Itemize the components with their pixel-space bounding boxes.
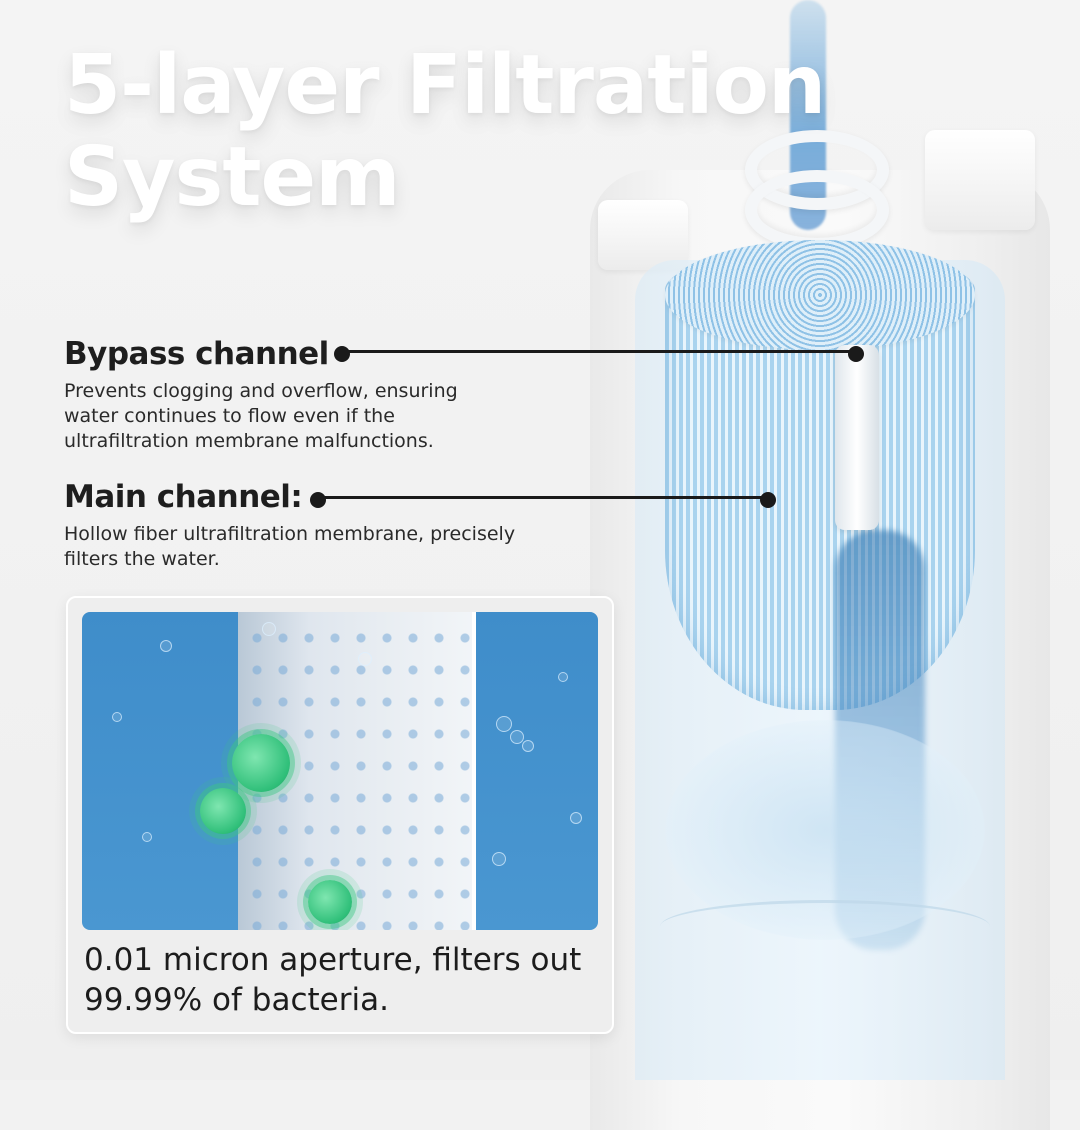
housing-lug-right <box>925 130 1035 230</box>
membrane-edge <box>472 612 476 930</box>
callout-heading: Main channel: <box>64 479 303 515</box>
bubble-icon <box>142 832 152 842</box>
bubble-icon <box>112 712 122 722</box>
callout-bypass-channel: Bypass channel Prevents clogging and ove… <box>64 335 504 454</box>
leader-line-bypass <box>342 350 856 353</box>
bubble-icon <box>570 812 582 824</box>
callout-main-channel: Main channel: Hollow fiber ultrafiltrati… <box>64 478 564 572</box>
bacteria-icon <box>232 734 290 792</box>
membrane-bacteria-image <box>82 612 598 930</box>
bypass-tube <box>835 345 879 530</box>
lower-chamber-rim <box>660 900 990 953</box>
bacteria-icon <box>200 788 246 834</box>
card-caption: 0.01 micron aperture, filters out 99.99%… <box>84 942 582 1018</box>
title-line-1: 5-layer Filtration <box>64 38 826 133</box>
bubble-icon <box>510 730 524 744</box>
callout-description: Prevents clogging and overflow, ensuring… <box>64 380 458 452</box>
leader-dot-end-main <box>760 491 776 508</box>
bubble-icon <box>496 716 512 732</box>
page-title: 5-layer Filtration System <box>64 38 826 225</box>
bubble-icon <box>262 622 276 636</box>
callout-description: Hollow fiber ultrafiltration membrane, p… <box>64 523 516 570</box>
leader-dot-start-bypass <box>334 345 350 362</box>
leader-dot-start-main <box>310 491 326 508</box>
micron-info-card: 0.01 micron aperture, filters out 99.99%… <box>66 596 614 1034</box>
bacteria-icon <box>308 880 352 924</box>
bubble-icon <box>160 640 172 652</box>
callout-heading: Bypass channel <box>64 336 329 372</box>
membrane-top-spiral <box>665 240 975 350</box>
leader-line-main <box>318 496 768 499</box>
bubble-icon <box>558 672 568 682</box>
bubble-icon <box>358 652 372 666</box>
housing-lug-left <box>598 200 688 270</box>
title-line-2: System <box>64 130 401 225</box>
filter-membrane-layer <box>238 612 476 930</box>
bubble-icon <box>522 740 534 752</box>
leader-dot-end-bypass <box>848 345 864 362</box>
filter-cartridge-illustration <box>580 0 1080 1130</box>
bubble-icon <box>492 852 506 866</box>
